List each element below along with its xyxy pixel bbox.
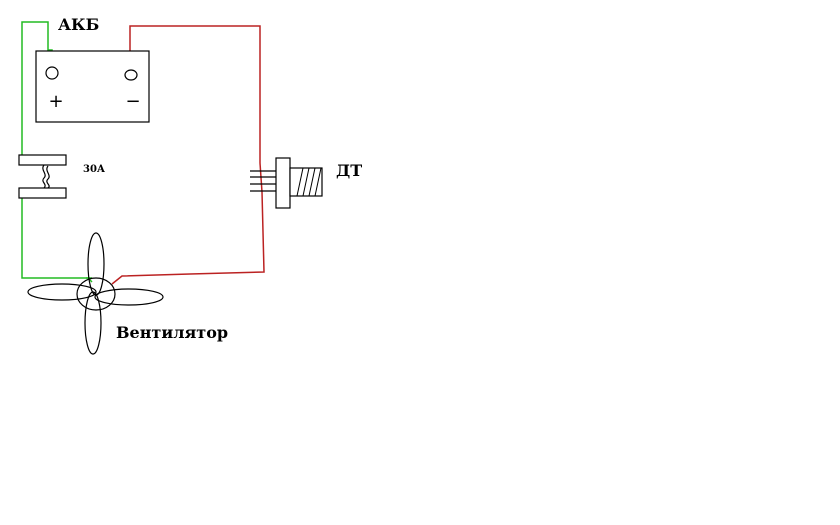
fuse-icon bbox=[18, 154, 67, 199]
fuse-element bbox=[42, 164, 46, 189]
battery-body bbox=[35, 50, 150, 123]
battery-negative-terminal bbox=[124, 69, 138, 81]
fan-blade-top bbox=[87, 232, 105, 296]
battery-positive-terminal bbox=[45, 66, 59, 80]
temperature-sensor-icon bbox=[250, 157, 323, 209]
fan-blade-left bbox=[27, 283, 97, 301]
fan-icon bbox=[27, 232, 164, 355]
sensor-label: ДТ bbox=[336, 161, 363, 180]
minus-sign: − bbox=[125, 91, 140, 112]
sensor-body bbox=[275, 157, 291, 209]
battery-icon: + − bbox=[35, 50, 150, 123]
fuse-top-plate bbox=[18, 154, 67, 166]
plus-sign: + bbox=[48, 91, 63, 112]
fan-blade-right bbox=[94, 288, 164, 306]
fan-label: Вентилятор bbox=[116, 323, 229, 342]
fuse-bottom-plate bbox=[18, 187, 67, 199]
battery-label: АКБ bbox=[58, 15, 100, 34]
fan-hub bbox=[76, 277, 116, 311]
sensor-thread-lines bbox=[296, 167, 322, 197]
fan-blade-bottom bbox=[84, 291, 102, 355]
fuse-label: 30А bbox=[83, 164, 106, 175]
